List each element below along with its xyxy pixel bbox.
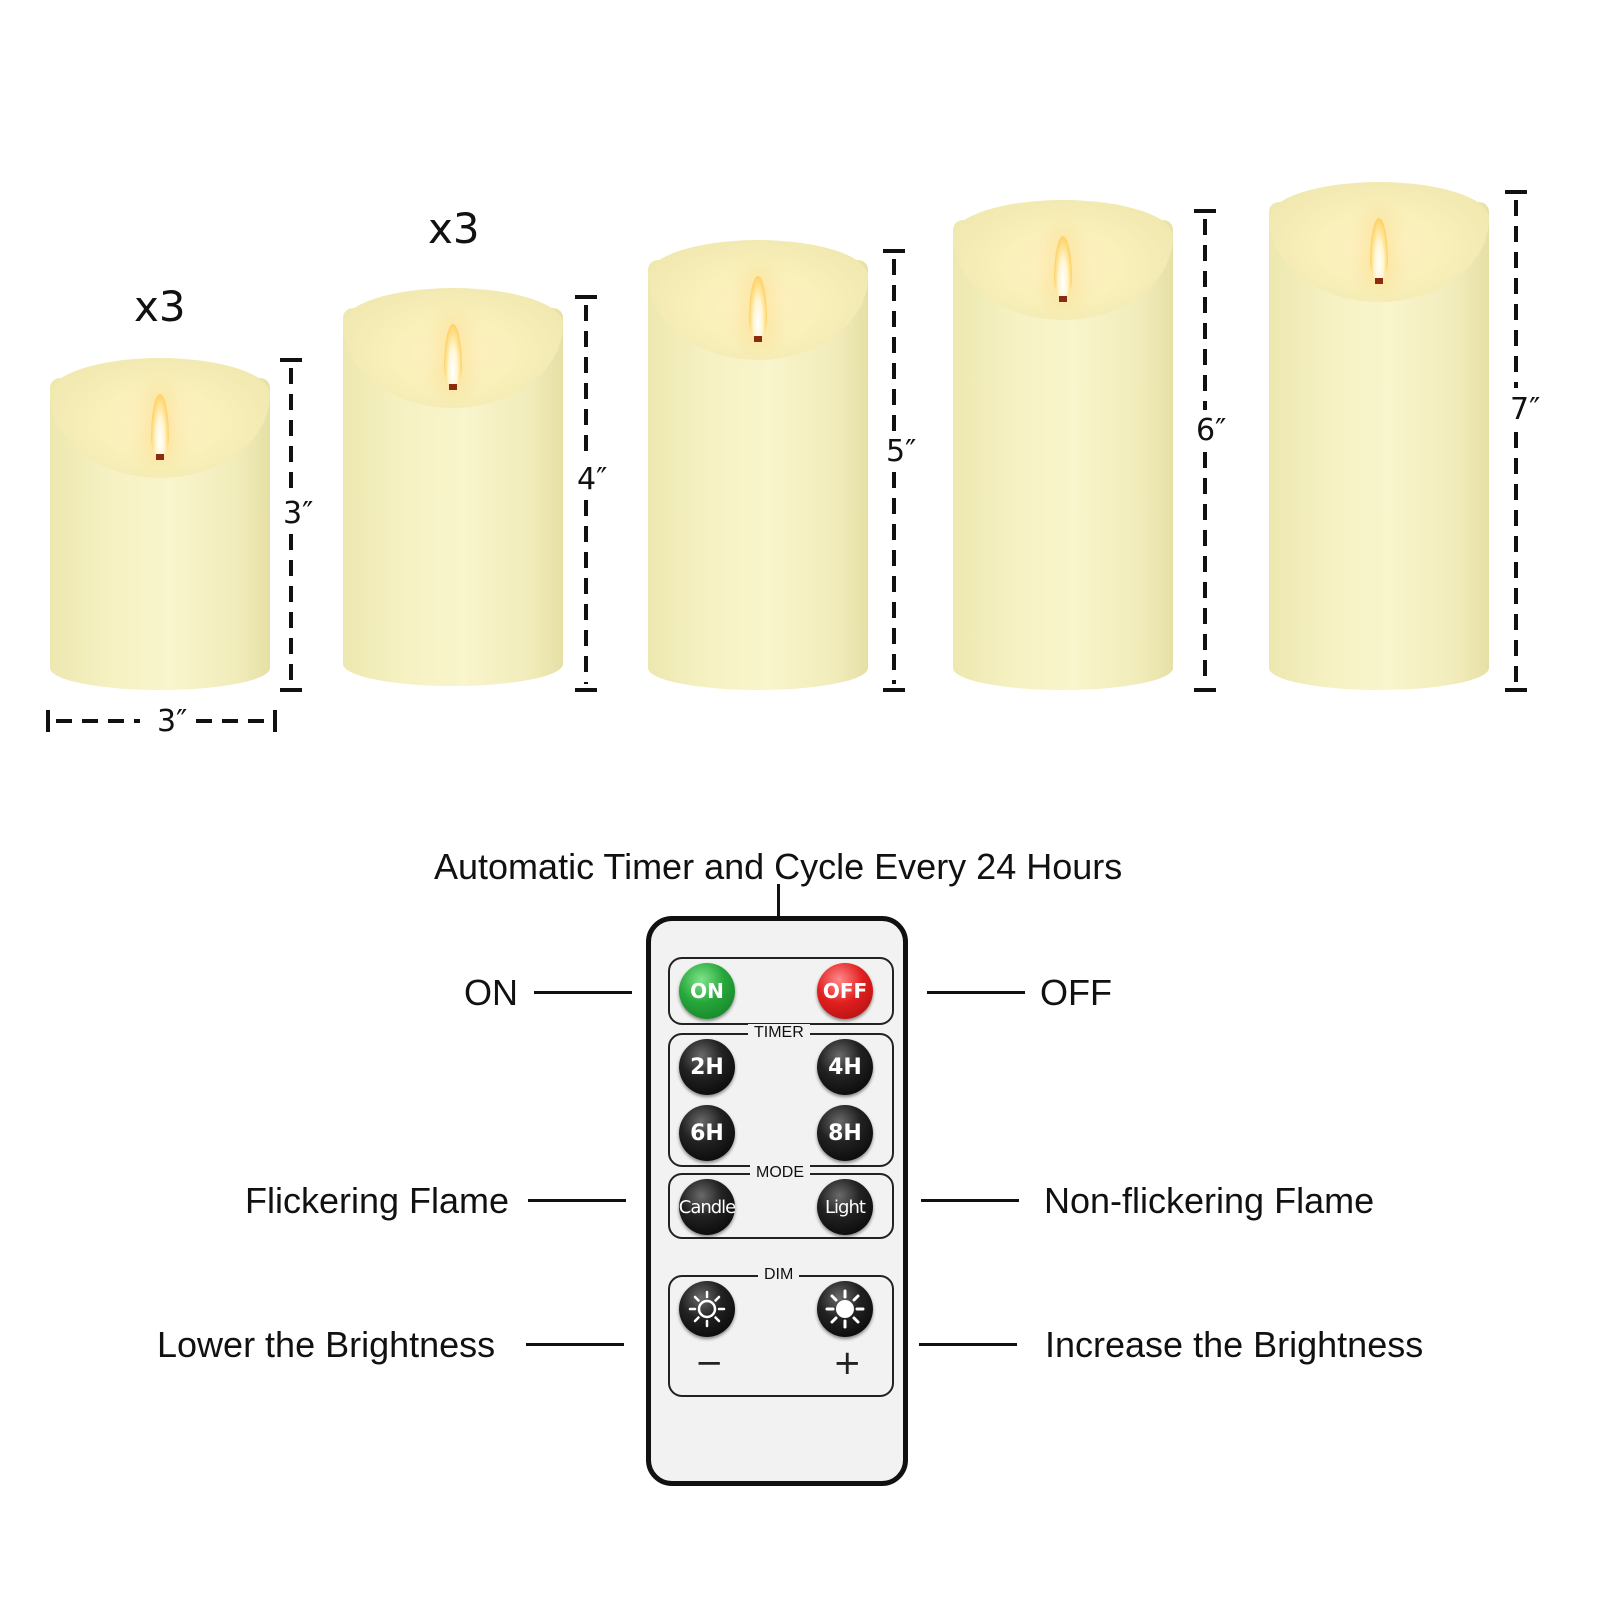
leader-line xyxy=(919,1343,1017,1346)
candle-3in xyxy=(50,358,270,690)
candle-4in xyxy=(343,288,563,686)
callout-lower-brightness: Lower the Brightness xyxy=(157,1324,496,1365)
timer-group-label: TIMER xyxy=(748,1024,810,1042)
dim-down-button[interactable] xyxy=(679,1281,735,1337)
dim-up-button[interactable] xyxy=(817,1281,873,1337)
candle-5in xyxy=(648,240,868,690)
mode-group-label: MODE xyxy=(750,1164,810,1182)
callout-on: ON xyxy=(464,972,518,1013)
timer-4h-button[interactable]: 4H xyxy=(817,1039,873,1095)
light-mode-button[interactable]: Light xyxy=(817,1179,873,1235)
sun-filled-icon xyxy=(825,1289,865,1329)
height-label-6in: 6″ xyxy=(1196,413,1227,448)
timer-6h-button[interactable]: 6H xyxy=(679,1105,735,1161)
wick xyxy=(1375,278,1383,284)
plus-sign: + xyxy=(833,1343,862,1383)
wick xyxy=(1059,296,1067,302)
flame-icon xyxy=(749,276,767,338)
height-label-4in: 4″ xyxy=(577,462,608,497)
candle-6in xyxy=(953,200,1173,690)
flame-icon xyxy=(1054,236,1072,298)
flame-icon xyxy=(151,394,169,456)
quantity-label: x3 xyxy=(428,204,480,253)
candle-7in xyxy=(1269,182,1489,690)
minus-sign: − xyxy=(695,1343,724,1383)
mode-group: MODE Candle Light xyxy=(668,1164,894,1239)
on-button[interactable]: ON xyxy=(679,963,735,1019)
leader-line xyxy=(534,991,632,994)
timer-8h-button[interactable]: 8H xyxy=(817,1105,873,1161)
remote-control: ON OFF TIMER 2H 4H 6H 8H MODE Candle Lig… xyxy=(646,916,908,1486)
wick xyxy=(449,384,457,390)
sun-outline-icon xyxy=(688,1290,726,1328)
height-label-5in: 5″ xyxy=(886,434,917,469)
height-label-3in: 3″ xyxy=(283,496,314,531)
leader-line xyxy=(528,1199,626,1202)
dim-group: DIM xyxy=(668,1266,894,1397)
callout-off: OFF xyxy=(1040,972,1112,1013)
callout-flickering: Flickering Flame xyxy=(245,1180,510,1221)
leader-line xyxy=(921,1199,1019,1202)
candle-mode-button[interactable]: Candle xyxy=(679,1179,736,1235)
leader-line xyxy=(526,1343,624,1346)
wick xyxy=(754,336,762,342)
wick xyxy=(156,454,164,460)
quantity-label: x3 xyxy=(134,282,186,331)
height-label-7in: 7″ xyxy=(1510,392,1541,427)
dim-group-label: DIM xyxy=(758,1266,800,1284)
leader-line xyxy=(927,991,1025,994)
timer-annotation: Automatic Timer and Cycle Every 24 Hours xyxy=(434,846,1123,887)
timer-group: TIMER 2H 4H 6H 8H xyxy=(668,1024,894,1167)
timer-2h-button[interactable]: 2H xyxy=(679,1039,735,1095)
width-label: 3″ xyxy=(157,704,188,739)
power-group: ON OFF xyxy=(668,957,894,1025)
flame-icon xyxy=(444,324,462,386)
dimension-lines xyxy=(46,190,1527,732)
callout-non-flickering: Non-flickering Flame xyxy=(1044,1180,1375,1221)
off-button[interactable]: OFF xyxy=(817,963,873,1019)
flame-icon xyxy=(1370,218,1388,280)
callout-increase-brightness: Increase the Brightness xyxy=(1045,1324,1424,1365)
